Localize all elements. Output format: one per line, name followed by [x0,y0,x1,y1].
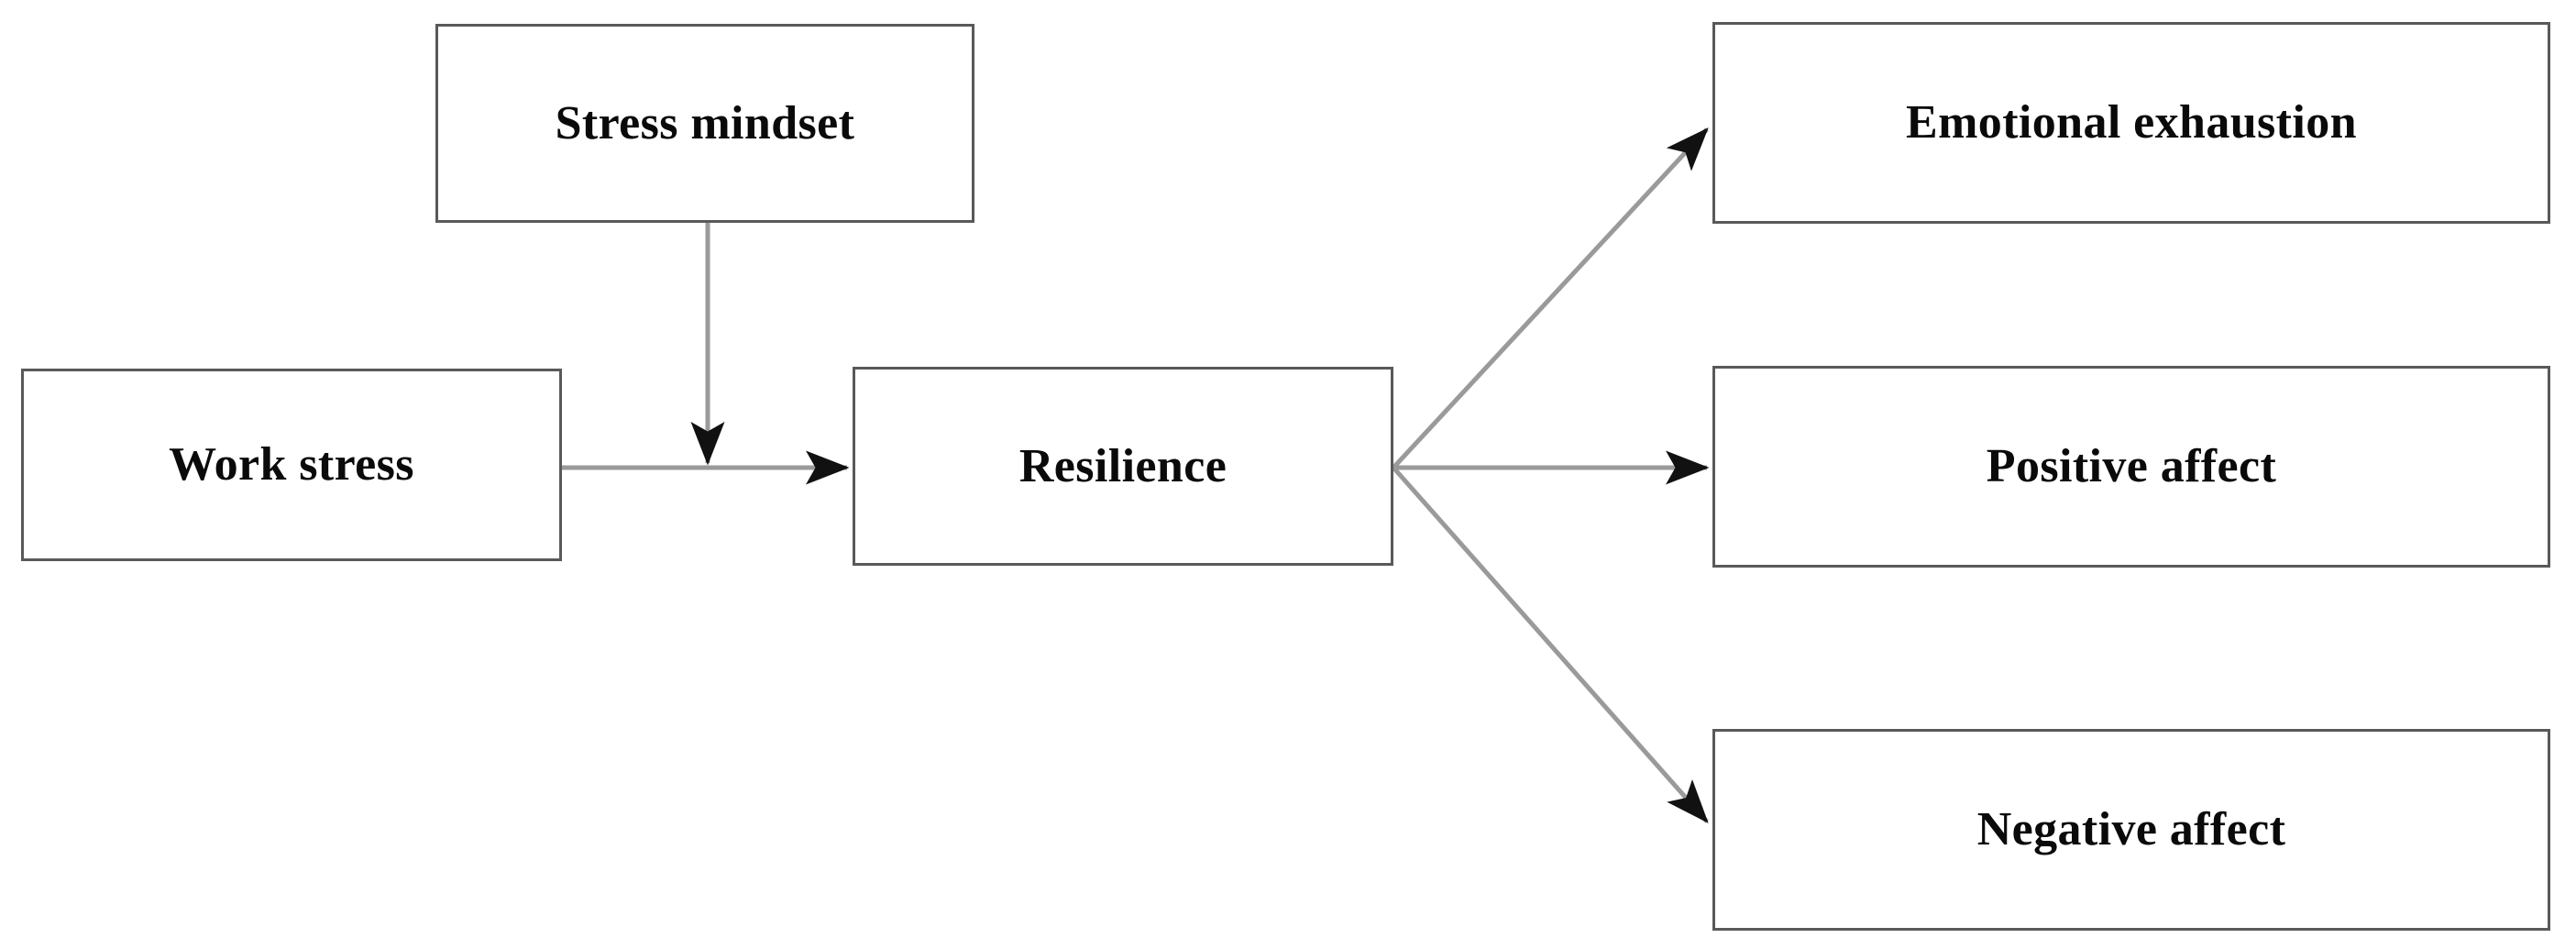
node-positive-affect-label: Positive affect [1986,440,2277,493]
node-negative-affect[interactable]: Negative affect [1712,729,2550,931]
edge-resilience-to-negative-affect [1392,466,1709,823]
node-positive-affect[interactable]: Positive affect [1712,366,2550,568]
node-emotional-exhaustion[interactable]: Emotional exhaustion [1712,22,2550,224]
node-work-stress[interactable]: Work stress [21,369,562,561]
node-stress-mindset[interactable]: Stress mindset [435,24,974,223]
node-work-stress-label: Work stress [169,438,414,491]
node-resilience[interactable]: Resilience [853,367,1393,566]
edge-resilience-to-emotional-exhaustion [1392,127,1709,469]
node-stress-mindset-label: Stress mindset [555,96,855,149]
node-emotional-exhaustion-label: Emotional exhaustion [1906,96,2357,149]
node-resilience-label: Resilience [1018,439,1227,492]
node-negative-affect-label: Negative affect [1976,803,2286,856]
